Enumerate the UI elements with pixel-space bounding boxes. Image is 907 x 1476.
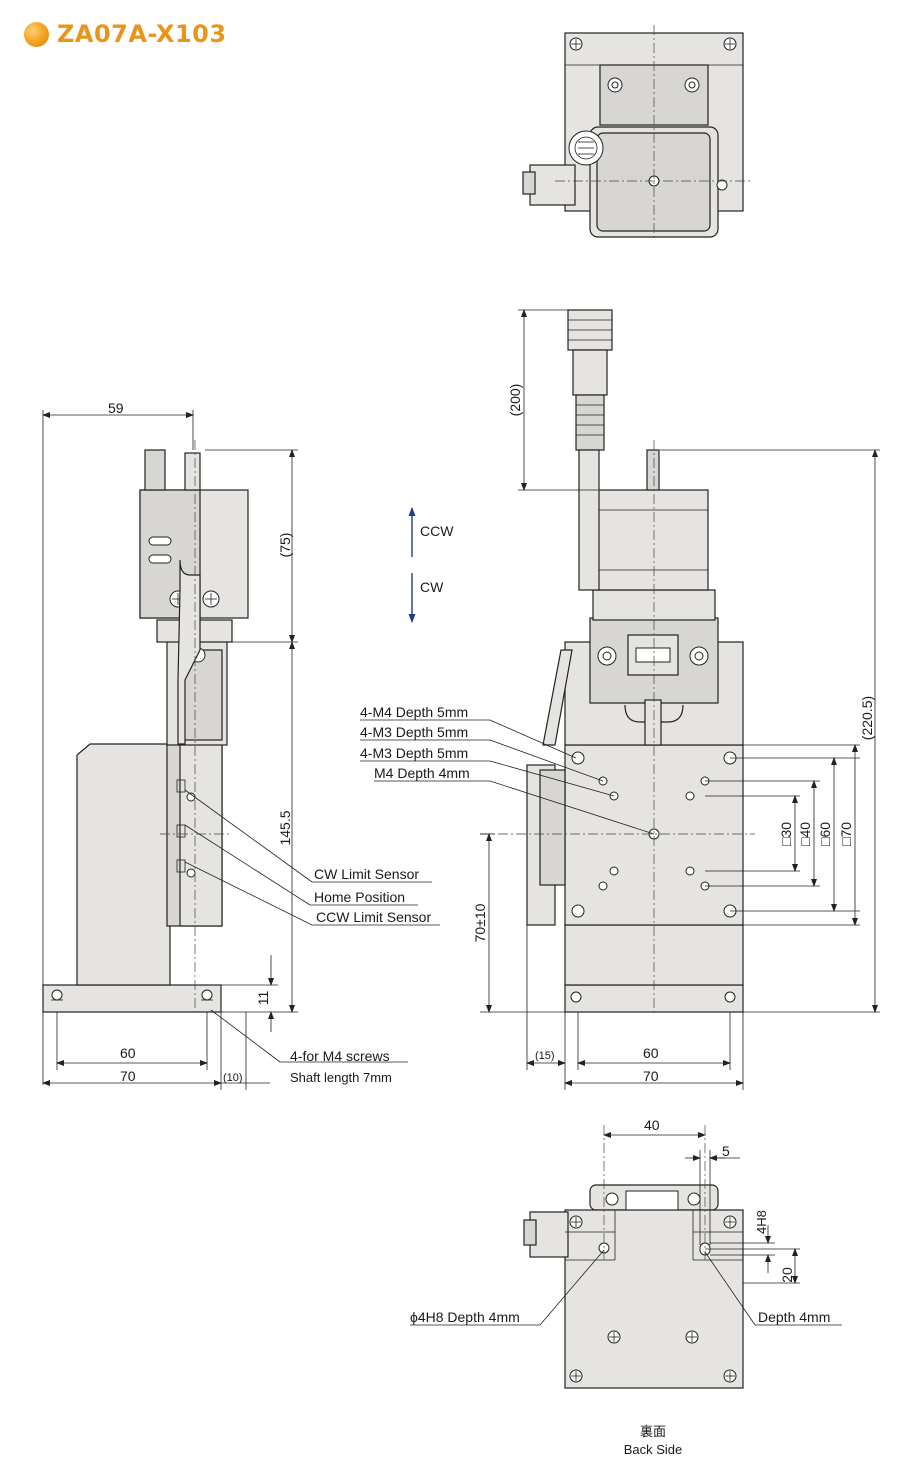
dim-front-60: 60 bbox=[643, 1045, 659, 1061]
label-cw-limit: CW Limit Sensor bbox=[314, 866, 419, 882]
back-dimensions bbox=[410, 1132, 842, 1326]
label-depth4: Depth 4mm bbox=[758, 1309, 830, 1325]
dim-back-20: 20 bbox=[779, 1267, 795, 1283]
front-view bbox=[480, 309, 755, 1015]
dim-front-70: 70 bbox=[643, 1068, 659, 1084]
dim-59: 59 bbox=[108, 400, 124, 416]
dim-145-5: 145.5 bbox=[277, 810, 293, 845]
label-back-en: Back Side bbox=[624, 1442, 683, 1457]
dim-10: (10) bbox=[223, 1072, 243, 1084]
label-m3-depth5-b: 4-M3 Depth 5mm bbox=[360, 745, 468, 761]
model-title: ZA07A-X103 bbox=[57, 20, 227, 48]
label-screws: 4-for M4 screws bbox=[290, 1048, 390, 1064]
label-phi-depth: ϕ4H8 Depth 4mm bbox=[410, 1309, 520, 1325]
dim-sq30: □30 bbox=[778, 822, 794, 846]
dim-sq70: □70 bbox=[838, 822, 854, 846]
side-view bbox=[42, 440, 249, 1013]
dim-4h8: 4H8 bbox=[754, 1210, 769, 1234]
dim-sq60: □60 bbox=[817, 822, 833, 846]
dim-side-60: 60 bbox=[120, 1045, 136, 1061]
label-shaft: Shaft length 7mm bbox=[290, 1070, 392, 1085]
dim-220-5: (220.5) bbox=[859, 696, 875, 740]
label-m3-depth5-a: 4-M3 Depth 5mm bbox=[360, 724, 468, 740]
dim-200: (200) bbox=[507, 384, 523, 417]
label-ccw-limit: CCW Limit Sensor bbox=[316, 909, 431, 925]
dim-15: (15) bbox=[535, 1050, 555, 1062]
front-dimensions bbox=[360, 309, 880, 1090]
orange-bullet-icon bbox=[24, 21, 49, 47]
side-dimensions bbox=[42, 410, 440, 1090]
dim-side-70: 70 bbox=[120, 1068, 136, 1084]
dim-back-5: 5 bbox=[722, 1143, 730, 1159]
dim-75: (75) bbox=[277, 533, 293, 558]
dim-70-tol: 70±10 bbox=[472, 903, 488, 942]
label-m4-depth5: 4-M4 Depth 5mm bbox=[360, 704, 468, 720]
back-view bbox=[523, 1125, 744, 1389]
label-home: Home Position bbox=[314, 889, 405, 905]
dim-sq40: □40 bbox=[797, 822, 813, 846]
dim-11: 11 bbox=[255, 991, 271, 1006]
label-back-jp: 裏面 bbox=[640, 1424, 666, 1439]
top-view bbox=[522, 25, 750, 240]
title-block: ZA07A-X103 bbox=[24, 19, 227, 49]
label-cw: CW bbox=[420, 579, 444, 595]
dim-back-40: 40 bbox=[644, 1117, 660, 1133]
label-ccw: CCW bbox=[420, 523, 454, 539]
label-m4-depth4: M4 Depth 4mm bbox=[374, 765, 470, 781]
